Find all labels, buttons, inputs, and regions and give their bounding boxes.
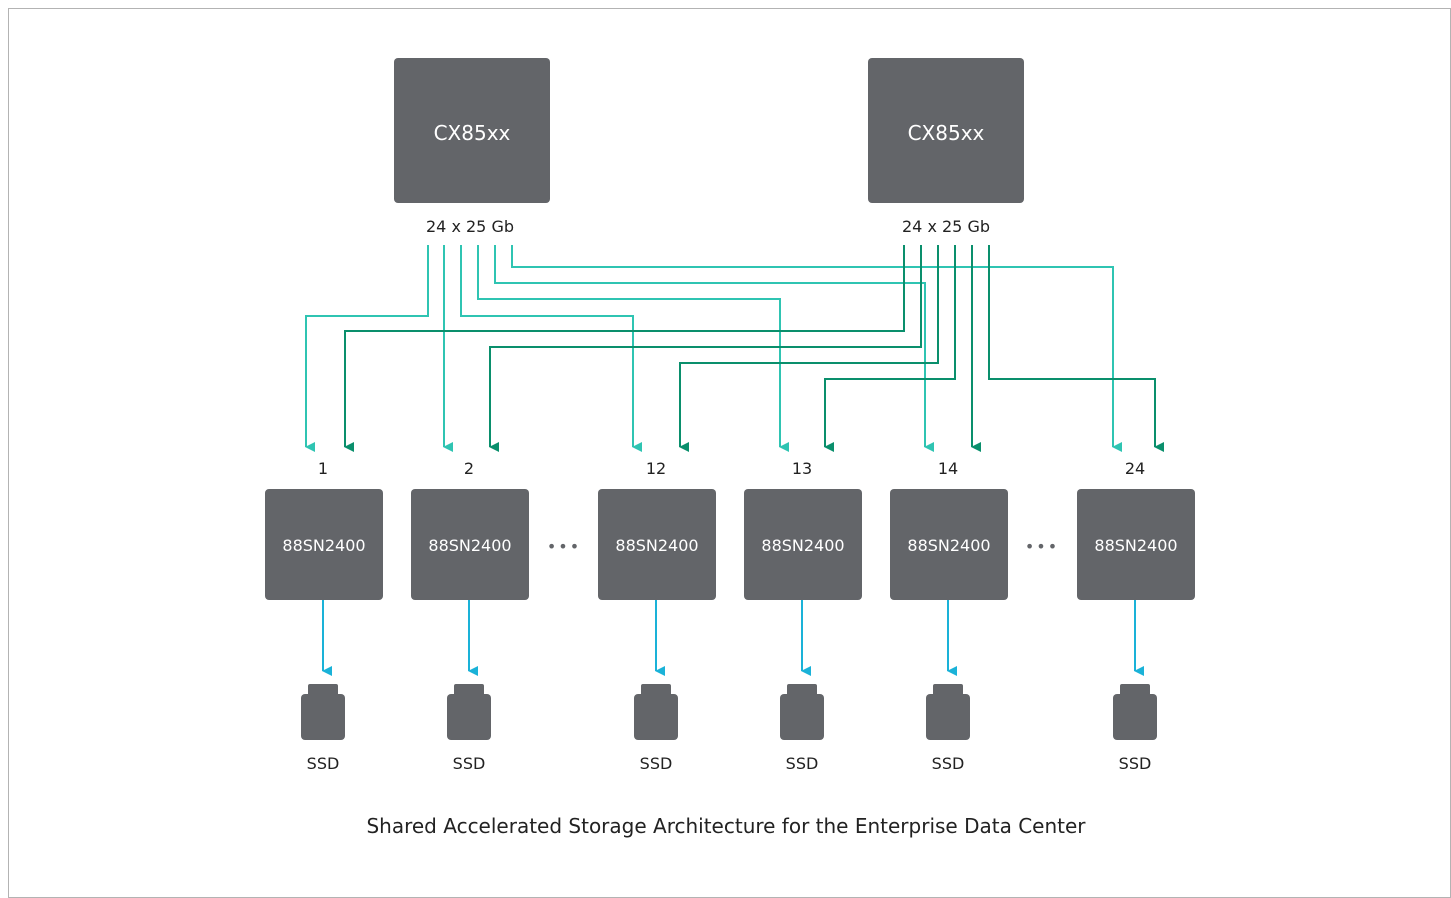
- link-a-13: [477, 245, 789, 452]
- controller-14-number: 14: [938, 459, 958, 478]
- diagram-caption: Shared Accelerated Storage Architecture …: [366, 814, 1086, 838]
- ellipsis-left: •••: [547, 537, 581, 556]
- ssd-24-label: SSD: [1119, 754, 1152, 773]
- link-a-14: [494, 245, 934, 452]
- ssd-1-icon: [301, 684, 345, 740]
- controller-14-box: [890, 489, 1008, 600]
- controller-12-label: 88SN2400: [615, 536, 698, 555]
- controller-13-label: 88SN2400: [761, 536, 844, 555]
- controller-24-box: [1077, 489, 1195, 600]
- link-a-24: [511, 245, 1122, 452]
- switch-b-links: [344, 245, 1164, 452]
- switch-a-box: [394, 58, 550, 203]
- switch-a-links: [305, 245, 1122, 452]
- ssd-12-icon: [634, 684, 678, 740]
- link-b-13: [824, 245, 956, 452]
- link-b-24: [988, 245, 1164, 452]
- switch-a-label: CX85xx: [434, 121, 511, 145]
- ssd-2-label: SSD: [453, 754, 486, 773]
- controller-13-box: [744, 489, 862, 600]
- switch-b-label: CX85xx: [908, 121, 985, 145]
- link-a-1: [305, 245, 429, 452]
- switch-a: CX85xx 24 x 25 Gb: [394, 58, 550, 236]
- ssd-1-label: SSD: [307, 754, 340, 773]
- controller-1-number: 1: [318, 459, 328, 478]
- controller-2: 2 88SN2400 SSD: [411, 459, 529, 773]
- ssd-2-icon: [447, 684, 491, 740]
- controller-24-number: 24: [1125, 459, 1145, 478]
- ssd-12-label: SSD: [640, 754, 673, 773]
- controller-24-label: 88SN2400: [1094, 536, 1177, 555]
- ssd-13-icon: [780, 684, 824, 740]
- controller-12-box: [598, 489, 716, 600]
- controller-24: 24 88SN2400 SSD: [1077, 459, 1195, 773]
- link-b-2: [489, 245, 922, 452]
- controller-2-label: 88SN2400: [428, 536, 511, 555]
- ssd-13-label: SSD: [786, 754, 819, 773]
- controller-14-label: 88SN2400: [907, 536, 990, 555]
- ellipsis-right: •••: [1025, 537, 1059, 556]
- controller-12-number: 12: [646, 459, 666, 478]
- switch-b-box: [868, 58, 1024, 203]
- link-a-12: [460, 245, 642, 452]
- switch-b: CX85xx 24 x 25 Gb: [868, 58, 1024, 236]
- controller-12: 12 88SN2400 SSD: [598, 459, 716, 773]
- controller-1: 1 88SN2400 SSD: [265, 459, 383, 773]
- controller-13-number: 13: [792, 459, 812, 478]
- controller-2-box: [411, 489, 529, 600]
- controller-13: 13 88SN2400 SSD: [744, 459, 862, 773]
- ssd-14-label: SSD: [932, 754, 965, 773]
- switch-b-ports: 24 x 25 Gb: [902, 217, 990, 236]
- switch-a-ports: 24 x 25 Gb: [426, 217, 514, 236]
- link-b-1: [344, 245, 905, 452]
- controller-1-label: 88SN2400: [282, 536, 365, 555]
- controller-1-box: [265, 489, 383, 600]
- controller-2-number: 2: [464, 459, 474, 478]
- ssd-14-icon: [926, 684, 970, 740]
- link-b-12: [679, 245, 939, 452]
- controller-14: 14 88SN2400 SSD: [890, 459, 1008, 773]
- ssd-24-icon: [1113, 684, 1157, 740]
